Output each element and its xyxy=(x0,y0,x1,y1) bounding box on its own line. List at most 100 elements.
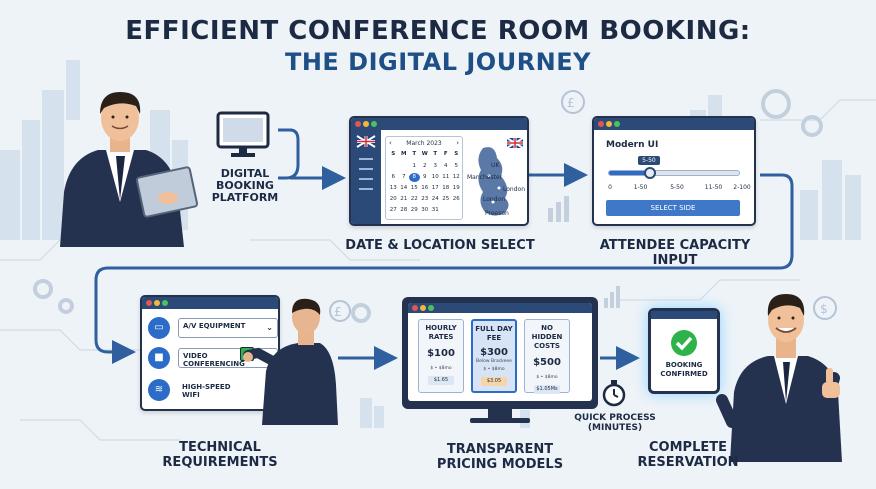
calendar-day[interactable]: 30 xyxy=(421,207,429,213)
calendar-day[interactable]: 23 xyxy=(421,196,429,202)
calendar-day[interactable]: 19 xyxy=(452,185,460,191)
monitor-icon xyxy=(216,111,270,157)
slider-value-bubble: 5-50 xyxy=(637,156,660,165)
calendar-day[interactable]: 10 xyxy=(431,174,439,180)
calendar-day[interactable]: 9 xyxy=(423,174,427,180)
caption-capacity: ATTENDEE CAPACITY INPUT xyxy=(599,238,751,268)
calendar-day[interactable]: 5 xyxy=(454,163,459,169)
calendar-next-button[interactable]: › xyxy=(456,139,459,147)
calendar-weekday: S xyxy=(454,151,459,157)
confirmation-tablet: BOOKING CONFIRMED xyxy=(648,308,720,394)
slider-tick-label: 11-50 xyxy=(704,184,723,191)
price-card-no-hidden-costs[interactable]: NO HIDDEN COSTS $500 $ • $8mo $1.05Ms xyxy=(524,319,570,394)
monitor-icon: ▭ xyxy=(148,317,170,339)
calendar-day[interactable]: 22 xyxy=(410,196,418,202)
calendar-day[interactable]: 4 xyxy=(444,163,448,169)
price-button[interactable]: $1.65 xyxy=(428,376,454,385)
calendar-day[interactable]: 16 xyxy=(421,185,429,191)
businessman-thumbs-up xyxy=(716,294,842,462)
av-equipment-dropdown[interactable]: A/V EQUIPMENT⌄ xyxy=(178,318,278,338)
map-label-preeson: Preeson xyxy=(485,210,509,217)
caption-date-location: DATE & LOCATION SELECT xyxy=(345,238,535,253)
calendar-day[interactable]: 27 xyxy=(389,207,397,213)
calendar-day[interactable]: 24 xyxy=(431,196,439,202)
checkmark-icon xyxy=(671,330,697,356)
calendar-day[interactable]: 26 xyxy=(452,196,460,202)
calendar-day[interactable]: 29 xyxy=(410,207,418,213)
calendar-day[interactable]: 31 xyxy=(431,207,439,213)
caption-complete: COMPLETE RESERVATION xyxy=(637,440,739,470)
price-button[interactable]: $3.05 xyxy=(481,377,507,386)
requirement-av-equipment[interactable]: ▭ A/V EQUIPMENT⌄ xyxy=(148,317,278,339)
stopwatch-icon xyxy=(602,380,626,407)
price-card-hourly[interactable]: HOURLY RATES $100 $ • $8mo $1.65 xyxy=(418,319,464,393)
calendar-day[interactable]: 3 xyxy=(433,163,438,169)
pricing-screen: HOURLY RATES $100 $ • $8mo $1.65 FULL DA… xyxy=(408,303,592,401)
calendar-prev-button[interactable]: ‹ xyxy=(389,139,392,147)
calendar-day[interactable]: 21 xyxy=(400,196,408,202)
calendar-day[interactable]: 12 xyxy=(452,174,460,180)
capacity-heading: Modern UI xyxy=(606,140,659,150)
calendar-weekday: F xyxy=(443,151,448,157)
calendar-day[interactable]: 15 xyxy=(410,185,418,191)
title-line-1: EFFICIENT CONFERENCE ROOM BOOKING: xyxy=(125,16,751,46)
caption-requirements: TECHNICAL REQUIREMENTS xyxy=(162,440,278,470)
calendar-day[interactable]: 11 xyxy=(442,174,450,180)
caption-pricing: TRANSPARENT PRICING MODELS xyxy=(436,442,564,472)
calendar-day[interactable]: 28 xyxy=(400,207,408,213)
calendar-day[interactable]: 2 xyxy=(423,163,427,169)
video-camera-icon: ■ xyxy=(148,347,170,369)
calendar-day[interactable]: 7 xyxy=(402,174,406,180)
monitor-stand xyxy=(488,409,512,419)
calendar-day[interactable]: 6 xyxy=(391,174,396,180)
capacity-slider[interactable] xyxy=(608,167,740,179)
calendar-day[interactable]: 13 xyxy=(389,185,397,191)
wifi-icon: ≋ xyxy=(148,379,170,401)
slider-fill xyxy=(609,171,650,175)
calendar-day-selected[interactable]: 8 xyxy=(409,173,420,182)
businessman-with-tablet xyxy=(60,92,199,247)
select-side-button[interactable]: SELECT SIDE xyxy=(606,200,740,216)
calendar-day[interactable]: 17 xyxy=(431,185,439,191)
price-button[interactable]: $1.05Ms xyxy=(534,385,560,394)
svg-text:$: $ xyxy=(820,302,828,316)
slider-tick-label: 1-50 xyxy=(633,184,648,191)
calendar-day[interactable]: 1 xyxy=(412,163,417,169)
calendar-weekday: T xyxy=(412,151,417,157)
booking-confirmed-text: BOOKING CONFIRMED xyxy=(660,361,708,378)
map-label-london-1: London xyxy=(503,186,525,193)
title-line-2: THE DIGITAL JOURNEY xyxy=(284,48,592,76)
calendar-weekday: W xyxy=(421,151,428,157)
calendar-day[interactable]: 25 xyxy=(442,196,450,202)
pricing-monitor: HOURLY RATES $100 $ • $8mo $1.65 FULL DA… xyxy=(402,297,598,409)
map-label-manchester: Manchester xyxy=(467,174,503,181)
businessman-pointing xyxy=(243,298,338,425)
slider-handle[interactable] xyxy=(643,167,656,179)
calendar-weekday: M xyxy=(401,151,407,157)
quick-process-label: QUICK PROCESS (MINUTES) xyxy=(574,413,656,433)
chevron-down-icon: ⌄ xyxy=(266,323,273,332)
calendar-month: March 2023 xyxy=(406,140,442,147)
calendar-weekday: S xyxy=(391,151,396,157)
calendar-weekday: T xyxy=(433,151,438,157)
map-label-london-2: London xyxy=(483,196,505,203)
calendar-day[interactable]: 14 xyxy=(400,185,408,191)
calendar-day[interactable]: 18 xyxy=(442,185,450,191)
slider-tick-label: 2-100 xyxy=(733,184,751,191)
price-card-full-day[interactable]: FULL DAY FEE $300 Below Brackeee $ • $8m… xyxy=(471,319,517,393)
price-value: $300 xyxy=(480,347,508,358)
calendar-day[interactable]: 20 xyxy=(389,196,397,202)
monitor-base xyxy=(470,418,530,423)
arrow-wrap-to-requirements xyxy=(94,173,794,364)
sidebar xyxy=(351,130,381,224)
